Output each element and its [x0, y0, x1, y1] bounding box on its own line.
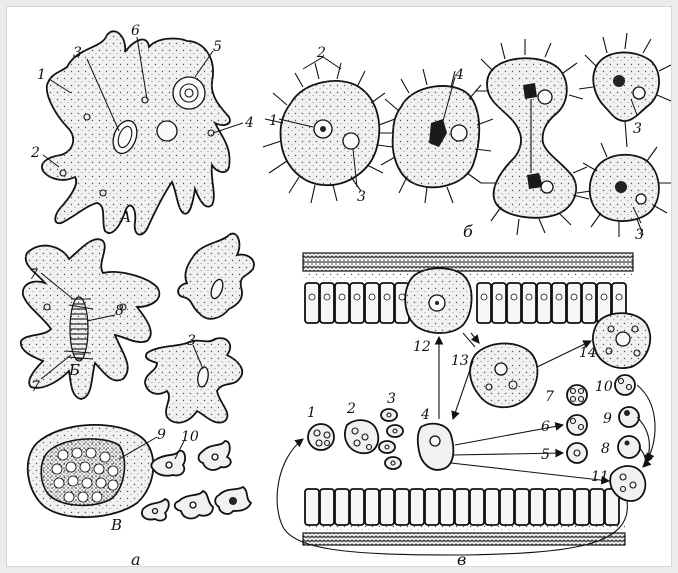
- label-7-cycle: 7: [545, 389, 554, 405]
- label-6-cycle: 6: [541, 419, 550, 435]
- label-8-cycle: 8: [601, 441, 610, 457]
- amoeba-A: [42, 31, 230, 234]
- label-3-panel-b-top: 3: [633, 121, 642, 137]
- label-3-cycle: 3: [387, 391, 396, 407]
- amoeboid-cells-figure: 1 2 3 6 5 4 А 7 7 8 Б 3: [6, 6, 672, 567]
- label-3-panel-b-bottom: 3: [635, 227, 644, 243]
- daughter-amoeba-upper: [178, 234, 254, 319]
- panel-label-a: а: [131, 550, 141, 566]
- label-5-cycle: 5: [541, 447, 550, 463]
- label-7-top-amoeba-B: 7: [29, 267, 38, 283]
- label-3-panel-b-left: 3: [357, 189, 366, 205]
- label-10-cycle: 10: [595, 379, 613, 395]
- label-1-cycle: 1: [307, 405, 316, 421]
- label-11-cycle: 11: [591, 469, 609, 485]
- large-vegetative-form-13: [470, 343, 537, 407]
- label-4-cycle: 4: [420, 407, 430, 423]
- daughter-amoeba-lower: [145, 338, 242, 423]
- panel-label-v: в: [457, 550, 466, 566]
- amoeba-b-cell-4-separating: [577, 33, 671, 237]
- multinuclear-cyst-V: [28, 425, 154, 517]
- label-8-amoeba-B: 8: [115, 303, 124, 319]
- label-1-amoeba-A: 1: [37, 67, 46, 83]
- amoeba-b-cell-3-dividing: [475, 39, 589, 235]
- label-2-panel-b: 2: [316, 45, 326, 61]
- label-9-cyst: 9: [157, 427, 166, 443]
- label-3-daughter-amoeba: 3: [187, 333, 196, 349]
- label-6-amoeba-A: 6: [131, 23, 140, 39]
- amoeba-b-cell-2: [379, 69, 493, 203]
- label-2-cycle: 2: [346, 401, 356, 417]
- amoeba-B-dividing: [21, 239, 160, 399]
- label-4-amoeba-A: 4: [244, 115, 254, 131]
- label-7-bottom-amoeba-B: 7: [31, 379, 40, 395]
- subpanel-label-A: А: [119, 208, 131, 226]
- label-10-small-amoebae: 10: [181, 429, 199, 445]
- label-4-panel-b: 4: [454, 67, 464, 83]
- panel-label-b: б: [463, 222, 473, 241]
- label-1-panel-b: 1: [269, 113, 278, 129]
- figure-drawing: 1 2 3 6 5 4 А 7 7 8 Б 3: [7, 7, 671, 566]
- label-12-tissue-form: 12: [413, 339, 431, 355]
- erythrophage-14: [593, 313, 650, 368]
- label-2-amoeba-A: 2: [30, 145, 40, 161]
- label-9-cycle: 9: [603, 411, 612, 427]
- label-13-large-form: 13: [451, 353, 469, 369]
- upper-intestinal-epithelium: [303, 253, 633, 333]
- lower-intestinal-epithelium: [303, 489, 625, 545]
- subpanel-label-V: В: [110, 516, 122, 534]
- small-amoebae-group: [142, 441, 251, 521]
- label-3-amoeba-A: 3: [73, 45, 82, 61]
- label-5-amoeba-A: 5: [213, 39, 222, 55]
- subpanel-label-B: Б: [68, 361, 80, 379]
- label-14-erythrophage: 14: [579, 345, 597, 361]
- amoeba-b-cell-1: [263, 63, 395, 203]
